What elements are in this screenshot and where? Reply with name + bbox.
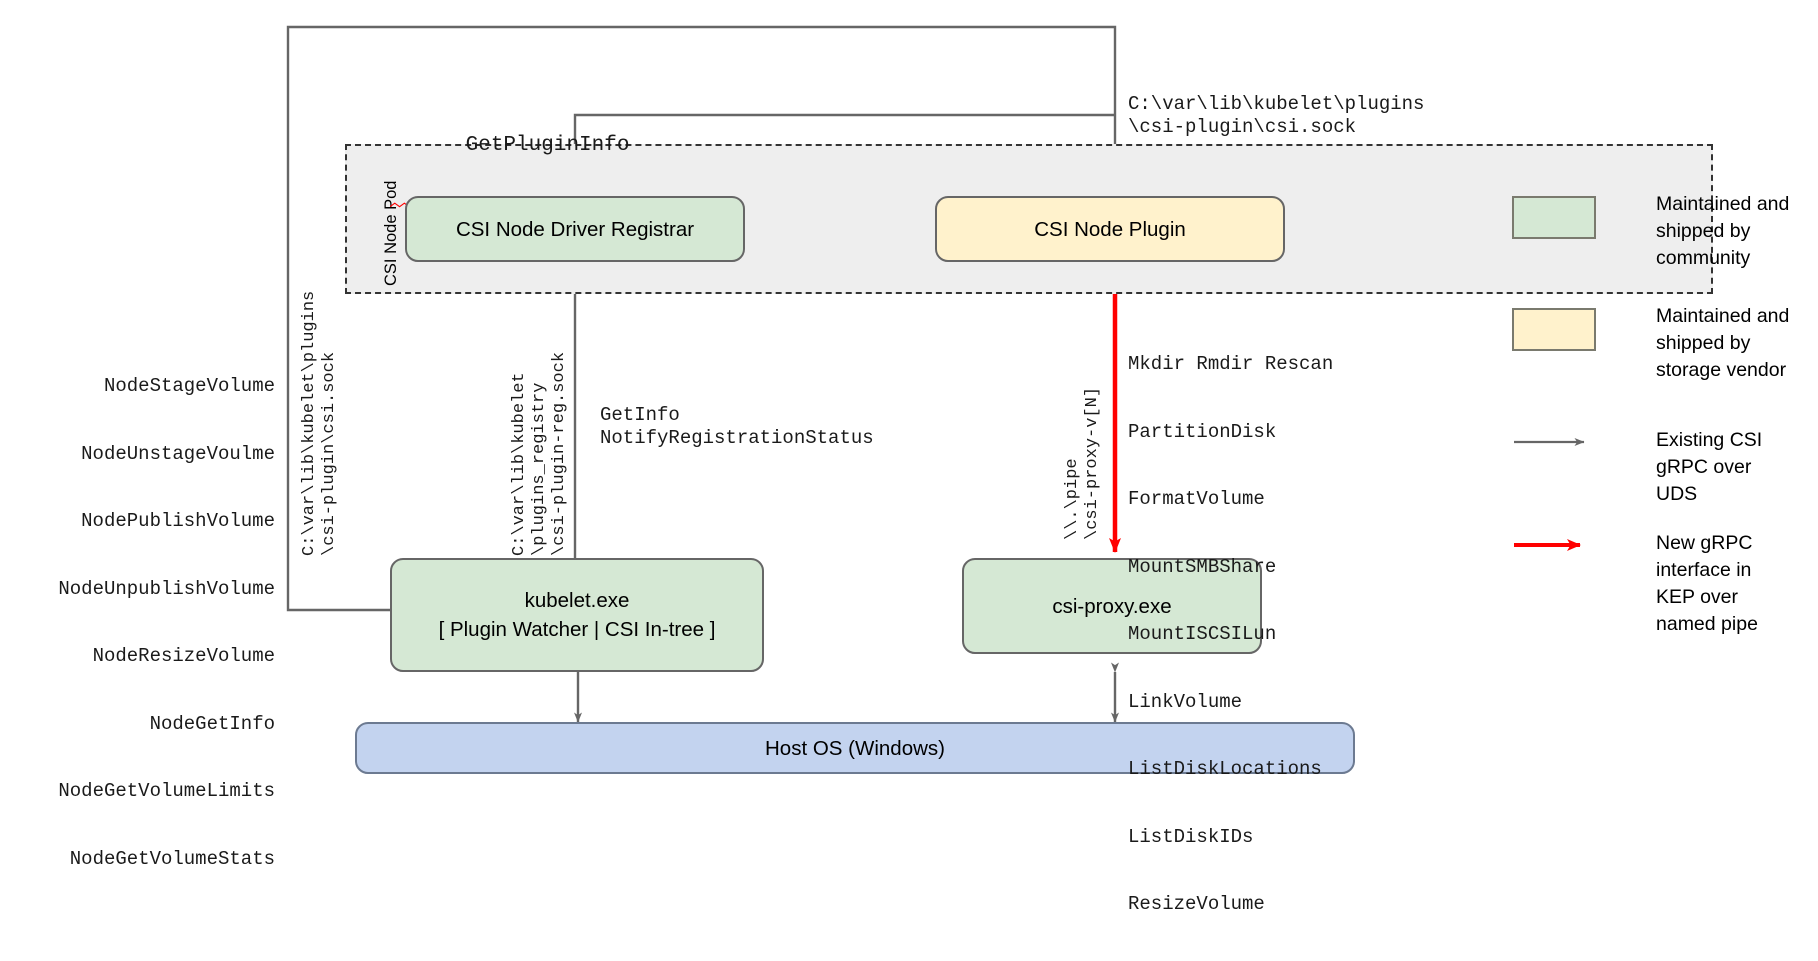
registrar-calls-label: GetInfo NotifyRegistrationStatus: [600, 404, 874, 449]
csi-proxy-api-item: ListDiskLocations: [1128, 758, 1322, 780]
csi-node-plugin-label: CSI Node Plugin: [1034, 217, 1186, 241]
host-os-box[interactable]: Host OS (Windows): [355, 722, 1355, 774]
kubelet-exe-label: kubelet.exe: [524, 589, 630, 612]
csi-proxy-exe-label: csi-proxy.exe: [1052, 594, 1172, 618]
csi-call-item: NodeResizeVolume: [92, 645, 275, 667]
kubelet-exe-box[interactable]: kubelet.exe [ Plugin Watcher | CSI In-tr…: [390, 558, 764, 672]
legend-label-community: Maintained and shipped by community: [1656, 193, 1790, 269]
kubelet-csi-socket-path-label: C:\var\lib\kubelet\plugins \csi-plugin\c…: [300, 290, 339, 556]
csi-call-item: NodeGetInfo: [149, 712, 275, 735]
csi-proxy-api-item: ListDiskIDs: [1128, 825, 1254, 848]
legend-item-community: Maintained and shipped by community: [1512, 193, 1789, 272]
named-pipe-label: \\.\pipe \csi-proxy-v[N]: [1063, 386, 1102, 540]
registry-socket-path-label-wrap: C:\var\lib\kubelet \plugins_registry \cs…: [510, 352, 714, 616]
legend-label-new-grpc: New gRPC interface in KEP over named pip…: [1656, 532, 1758, 635]
csi-proxy-api-item: MountISCSILun: [1128, 623, 1277, 645]
get-plugin-info-text: GetPluginInfo: [465, 133, 630, 157]
csi-call-item: NodeUnstageVoulme: [81, 442, 275, 465]
csi-proxy-api-item: Mkdir Rmdir Rescan: [1128, 353, 1334, 375]
csi-proxy-api-item: ResizeVolume: [1128, 893, 1265, 915]
csi-node-driver-registrar-box[interactable]: CSI Node Driver Registrar: [405, 196, 745, 262]
csi-call-item: NodePublishVolume: [81, 510, 275, 532]
csi-call-item: NodeUnpublishVolume: [58, 577, 275, 600]
csi-node-plugin-box[interactable]: CSI Node Plugin: [935, 196, 1285, 262]
get-plugin-info-label: GetPluginInfo: [390, 112, 630, 202]
csi-proxy-api-item: MountSMBShare: [1128, 555, 1277, 578]
diagram-canvas: CSI Node Pod GetPluginInfo C:\var\lib\ku…: [58, 25, 1789, 915]
csi-node-driver-registrar-label: CSI Node Driver Registrar: [455, 217, 695, 241]
legend-label-existing-csi: Existing CSI gRPC over UDS: [1656, 429, 1763, 505]
legend-swatch-green: [1512, 196, 1596, 239]
legend-item-new-grpc: New gRPC interface in KEP over named pip…: [1512, 532, 1758, 638]
wire-kubelet-to-node-plugin: [286, 25, 1119, 612]
csi-node-pod-label-wrap: CSI Node Pod: [382, 181, 487, 305]
legend-item-existing-csi: Existing CSI gRPC over UDS: [1512, 429, 1762, 508]
csi-call-item: NodeGetVolumeStats: [69, 847, 275, 870]
legend-arrow-gray-icon: [1512, 432, 1596, 452]
legend-arrow-red-icon: [1512, 535, 1596, 555]
csi-proxy-api-item: FormatVolume: [1128, 488, 1265, 510]
legend-item-storage-vendor: Maintained and shipped by storage vendor: [1512, 305, 1789, 384]
host-os-label: Host OS (Windows): [765, 736, 945, 760]
registry-socket-path-label: C:\var\lib\kubelet \plugins_registry \cs…: [510, 351, 569, 556]
node-plugin-socket-path-label: C:\var\lib\kubelet\plugins \csi-plugin\c…: [1128, 93, 1425, 138]
csi-node-service-calls-list: NodeStageVolume NodeUnstageVoulme NodePu…: [20, 330, 275, 915]
kubelet-exe-sublabel: [ Plugin Watcher | CSI In-tree ]: [438, 618, 716, 641]
csi-proxy-api-item: PartitionDisk: [1128, 420, 1277, 443]
csi-proxy-api-item: LinkVolume: [1128, 690, 1243, 713]
legend-label-storage-vendor: Maintained and shipped by storage vendor: [1656, 305, 1790, 381]
csi-proxy-exe-box[interactable]: csi-proxy.exe: [962, 558, 1262, 654]
legend-swatch-yellow: [1512, 308, 1596, 351]
csi-call-item: NodeGetVolumeLimits: [58, 780, 275, 802]
csi-call-item: NodeStageVolume: [103, 375, 275, 397]
csi-proxy-api-calls-list: Mkdir Rmdir Rescan PartitionDisk FormatV…: [1128, 308, 1333, 961]
